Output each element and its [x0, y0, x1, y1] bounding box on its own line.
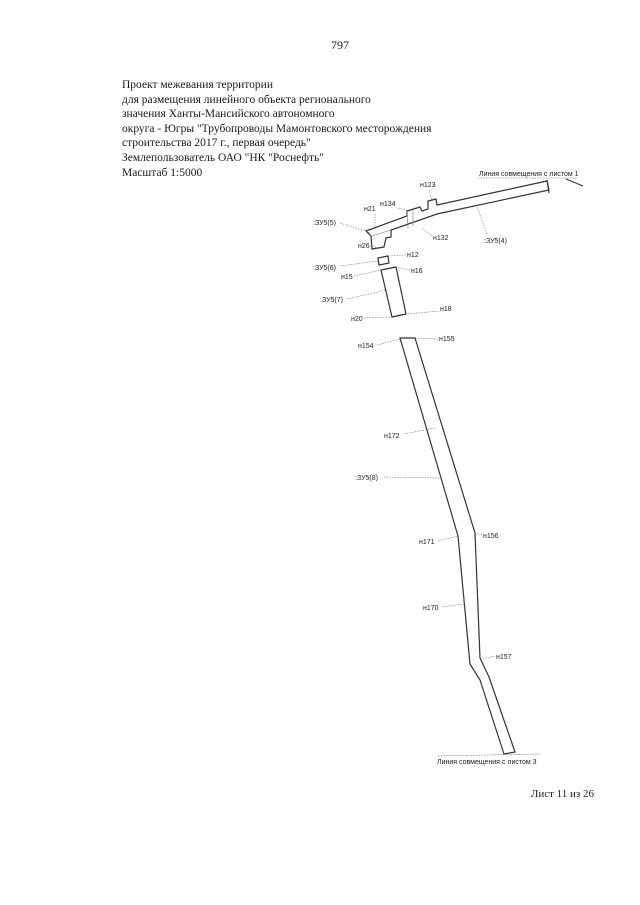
label-n123: н123	[420, 182, 436, 189]
header-line-5: строительства 2017 г., первая очередь"	[122, 137, 311, 150]
corridor-zu5-4-outline	[364, 180, 550, 250]
parcel-zu5-8	[399, 337, 516, 755]
label-n170: н170	[423, 605, 439, 612]
leader-n157	[480, 655, 496, 660]
leader-n172	[403, 427, 436, 435]
label-zu5-8: :ЗУ5(8)	[355, 475, 378, 482]
label-n20: н20	[351, 316, 363, 323]
leader-n170	[441, 603, 465, 608]
header-line-3: значения Ханты-Мансийского автономного	[122, 108, 335, 121]
leader-zu5-4	[475, 203, 488, 235]
label-zu5-6: :ЗУ5(6)	[313, 265, 336, 272]
parcel-labels: :ЗУ5(4) :ЗУ5(5) :ЗУ5(6) :ЗУ5(7) :ЗУ5(8)	[313, 203, 507, 482]
leader-zu5-8	[383, 476, 443, 479]
parcel-zu5-7-outline	[380, 266, 407, 318]
leader-zu5-7	[346, 289, 387, 300]
leader-n156	[474, 532, 483, 536]
label-n21: н21	[364, 206, 376, 213]
upper-corridor	[364, 180, 550, 250]
header-line-7-scale: Масштаб 1:5000	[122, 166, 203, 179]
label-n171: н171	[419, 539, 435, 546]
label-n16: н16	[411, 268, 423, 275]
corridor-divider-n134	[406, 210, 409, 229]
document-header: Проект межевания территории для размещен…	[122, 78, 562, 180]
label-n134: н134	[380, 201, 396, 208]
label-n132: н132	[433, 235, 449, 242]
leader-n26	[371, 245, 379, 249]
leader-zu5-5	[339, 222, 372, 234]
leader-n171	[437, 535, 459, 542]
match-line-bottom-label: Линия совмещения с листом 3	[437, 759, 537, 766]
leader-n15	[353, 269, 382, 277]
parcel-zu5-6-outline	[377, 255, 390, 266]
match-line-top-edge	[565, 178, 584, 187]
page-number: 797	[331, 38, 349, 52]
header-line-2: для размещения линейного объекта региона…	[122, 93, 371, 106]
label-zu5-7: :ЗУ5(7)	[320, 297, 343, 304]
label-n154: н154	[358, 343, 374, 350]
match-line-bottom-rule	[437, 753, 541, 757]
parcel-zu5-6	[377, 255, 390, 266]
leader-n123	[428, 189, 433, 202]
leader-n134	[397, 207, 411, 212]
match-line-top: Линия совмещения с листом 1	[478, 171, 584, 194]
match-line-bottom: Линия совмещения с листом 3	[437, 753, 541, 766]
label-n155: н155	[439, 336, 455, 343]
label-n15: н15	[341, 274, 353, 281]
label-n26: н26	[358, 243, 370, 250]
leader-n18	[406, 310, 440, 315]
leader-n12	[388, 254, 407, 257]
leader-n132	[421, 227, 433, 237]
corridor-divider-n21	[371, 229, 392, 237]
header-line-4: округа - Югры "Трубопроводы Мамонтовског…	[122, 122, 432, 135]
leader-n20	[363, 316, 393, 319]
leader-n155	[414, 337, 439, 340]
parcel-zu5-7	[380, 266, 407, 318]
leader-zu5-6	[339, 260, 379, 267]
label-zu5-4: :ЗУ5(4)	[484, 238, 507, 245]
point-labels: н123 н134 н21 н132 н26 н12 н15 н16 н18 н…	[341, 182, 512, 661]
header-line-1: Проект межевания территории	[122, 79, 273, 91]
header-line-6: Землепользователь ОАО "НК "Роснефть"	[122, 151, 324, 164]
label-n156: н156	[483, 533, 499, 540]
label-n172: н172	[384, 433, 400, 440]
label-n157: н157	[496, 654, 512, 661]
label-n18: н18	[440, 306, 452, 313]
leader-n154	[376, 338, 401, 346]
label-zu5-5: :ЗУ5(5)	[313, 220, 336, 227]
leader-n16	[396, 266, 411, 271]
label-n12: н12	[407, 252, 419, 259]
parcel-zu5-8-outline	[399, 337, 516, 755]
sheet-number: Лист 11 из 26	[530, 788, 594, 800]
match-line-top-label: Линия совмещения с листом 1	[479, 171, 579, 178]
